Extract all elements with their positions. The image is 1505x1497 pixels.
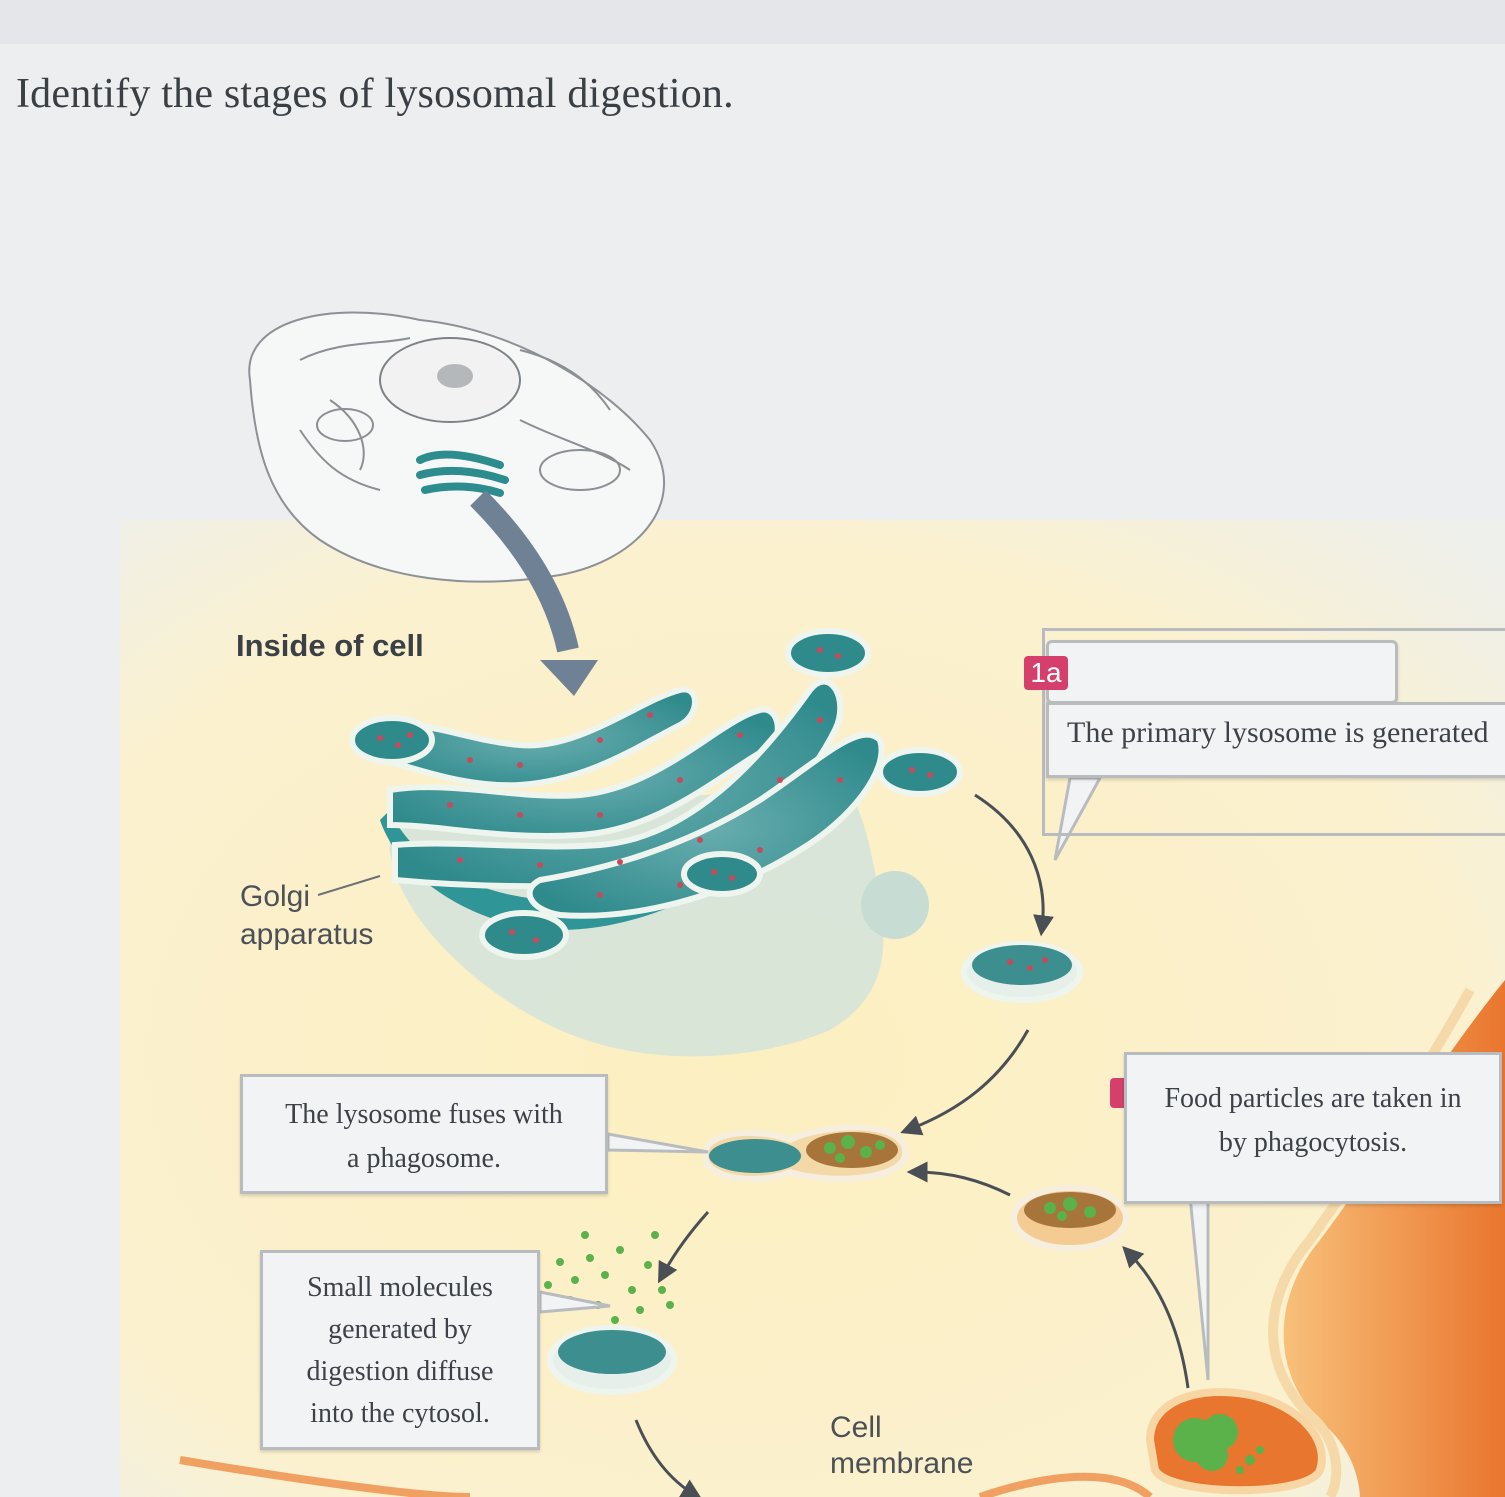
golgi-apparatus-label: Golgi apparatus — [240, 878, 373, 954]
membrane-label-line1: Cell — [830, 1411, 882, 1444]
callout-fuse-pointer — [606, 1132, 709, 1154]
cell-membrane-label: Cell membrane — [830, 1410, 973, 1482]
golgi-label-line1: Golgi — [240, 880, 311, 913]
arrow-engulf-to-phagosome — [1122, 1245, 1190, 1389]
membrane-label-line2: membrane — [830, 1447, 974, 1480]
diffuse-line2: generated by — [328, 1314, 472, 1345]
top-toolbar-strip — [0, 0, 1505, 44]
bottom-membrane-line — [179, 1456, 1153, 1497]
zoom-arrow — [470, 490, 579, 653]
diffuse-line3: digestion diffuse — [306, 1356, 494, 1387]
callout-1a-pointer — [1053, 776, 1103, 861]
phagocytosis-line1: Food particles are taken in — [1164, 1083, 1462, 1114]
diffuse-label[interactable]: Small molecules generated by digestion d… — [260, 1250, 540, 1450]
arrow-lysosome-to-fusion — [900, 1029, 1030, 1136]
step-1a-badge: 1a — [1024, 656, 1068, 690]
inside-of-cell-label: Inside of cell — [236, 628, 424, 663]
diffuse-line4: into the cytosol. — [310, 1398, 490, 1429]
food-particle-engulfment — [1145, 1388, 1326, 1495]
arrow-digestion-out — [634, 1419, 703, 1497]
step-1a-label[interactable]: The primary lysosome is generated — [1046, 702, 1505, 778]
golgi-pointer-line — [317, 875, 381, 896]
fuse-line1: The lysosome fuses with — [285, 1099, 563, 1130]
arrow-golgi-to-lysosome — [974, 793, 1054, 937]
step-1a-empty-slot[interactable] — [1046, 640, 1398, 704]
cell-overview-sketch — [248, 311, 666, 583]
question-title: Identify the stages of lysosomal digesti… — [16, 71, 734, 117]
arrow-fusion-to-digestion — [657, 1210, 710, 1284]
fuse-label[interactable]: The lysosome fuses with a phagosome. — [240, 1074, 608, 1194]
phagosome — [1011, 1185, 1129, 1251]
fused-phagolysosome — [701, 1124, 909, 1182]
phagocytosis-badge — [1110, 1078, 1126, 1108]
golgi-label-line2: apparatus — [240, 918, 374, 951]
zoom-arrow-head — [540, 660, 598, 696]
callout-diffuse-pointer — [538, 1290, 611, 1314]
digestion-vesicle — [544, 1231, 677, 1395]
fuse-line2: a phagosome. — [347, 1143, 501, 1174]
diffuse-line1: Small molecules — [307, 1272, 493, 1303]
phagocytosis-line2: by phagocytosis. — [1218, 1127, 1408, 1158]
step-1a-drop-zone[interactable] — [1042, 628, 1505, 836]
primary-lysosome — [961, 941, 1083, 1003]
golgi-apparatus — [349, 628, 963, 1057]
arrow-phagosome-to-fusion — [906, 1161, 1011, 1197]
phagocytosis-label[interactable]: Food particles are taken in by phagocyto… — [1124, 1052, 1502, 1204]
